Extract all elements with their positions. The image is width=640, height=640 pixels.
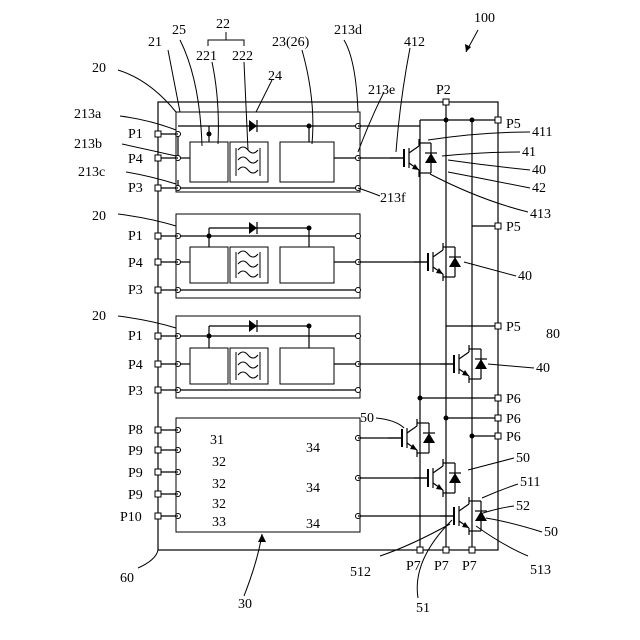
label-30: 30	[238, 597, 252, 612]
label-32-b: 32	[212, 477, 226, 492]
label-50-c: 50	[544, 525, 558, 540]
label-413: 413	[530, 207, 551, 222]
label-80: 80	[546, 327, 560, 342]
pin-label-P2: P2	[436, 83, 451, 98]
power-buses	[358, 99, 501, 553]
label-213a: 213a	[74, 107, 102, 122]
label-34-c: 34	[306, 517, 320, 532]
label-40-b: 40	[518, 269, 532, 284]
drive-block-2	[176, 214, 361, 298]
pin-label-P6-b: P6	[506, 412, 521, 427]
pin-label-P9-b: P9	[128, 466, 143, 481]
label-213e: 213e	[368, 83, 395, 98]
switch-40-c	[440, 345, 487, 383]
label-25: 25	[172, 23, 186, 38]
control-block	[176, 418, 361, 532]
pin-label-P3-b: P3	[128, 283, 143, 298]
label-411: 411	[532, 125, 552, 140]
pin-label-P3-a: P3	[128, 181, 143, 196]
label-50-a: 50	[360, 411, 374, 426]
label-32-c: 32	[212, 497, 226, 512]
label-32-a: 32	[212, 455, 226, 470]
label-51: 51	[416, 601, 430, 616]
label-31: 31	[210, 433, 224, 448]
pin-label-P7-c: P7	[462, 559, 477, 574]
label-512: 512	[350, 565, 371, 580]
drive-block-1	[176, 112, 361, 192]
label-213c: 213c	[78, 165, 105, 180]
label-20-a: 20	[92, 61, 106, 76]
label-213d: 213d	[334, 23, 362, 38]
label-21: 21	[148, 35, 162, 50]
label-213f: 213f	[380, 191, 406, 206]
switch-40-b	[414, 243, 461, 281]
label-22: 22	[216, 17, 230, 32]
label-34-a: 34	[306, 441, 320, 456]
pin-label-P5-c: P5	[506, 320, 521, 335]
label-24: 24	[268, 69, 282, 84]
pin-label-P1-c: P1	[128, 329, 143, 344]
pin-label-P1-b: P1	[128, 229, 143, 244]
pin-label-P5-a: P5	[506, 117, 521, 132]
pin-label-P10: P10	[120, 510, 142, 525]
label-412: 412	[404, 35, 425, 50]
label-60: 60	[120, 571, 134, 586]
label-40-a: 40	[532, 163, 546, 178]
switch-50-a	[388, 419, 435, 457]
label-513: 513	[530, 563, 551, 578]
label-511: 511	[520, 475, 540, 490]
label-100: 100	[474, 11, 495, 26]
label-42: 42	[532, 181, 546, 196]
pin-label-P3-c: P3	[128, 384, 143, 399]
label-222: 222	[232, 49, 253, 64]
label-20-b: 20	[92, 209, 106, 224]
label-50-b: 50	[516, 451, 530, 466]
drive-block-3	[176, 316, 361, 398]
label-34-b: 34	[306, 481, 320, 496]
pin-label-P1-a: P1	[128, 127, 143, 142]
switch-50-b	[414, 459, 461, 497]
pin-label-P4-c: P4	[128, 358, 143, 373]
pin-label-P4-a: P4	[128, 152, 143, 167]
label-213b: 213b	[74, 137, 102, 152]
label-221: 221	[196, 49, 217, 64]
pin-label-P8: P8	[128, 423, 143, 438]
label-40-c: 40	[536, 361, 550, 376]
pin-label-P5-b: P5	[506, 220, 521, 235]
pin-label-P7-b: P7	[434, 559, 449, 574]
label-23-26: 23(26)	[272, 35, 310, 50]
label-33: 33	[212, 515, 226, 530]
pin-label-P7-a: P7	[406, 559, 421, 574]
pin-label-P4-b: P4	[128, 256, 143, 271]
pin-label-P9-a: P9	[128, 444, 143, 459]
label-20-c: 20	[92, 309, 106, 324]
leader-lines	[118, 30, 542, 598]
label-52: 52	[516, 499, 530, 514]
pin-label-P9-c: P9	[128, 488, 143, 503]
pin-label-P6-c: P6	[506, 430, 521, 445]
pin-label-P6-a: P6	[506, 392, 521, 407]
label-41: 41	[522, 145, 536, 160]
